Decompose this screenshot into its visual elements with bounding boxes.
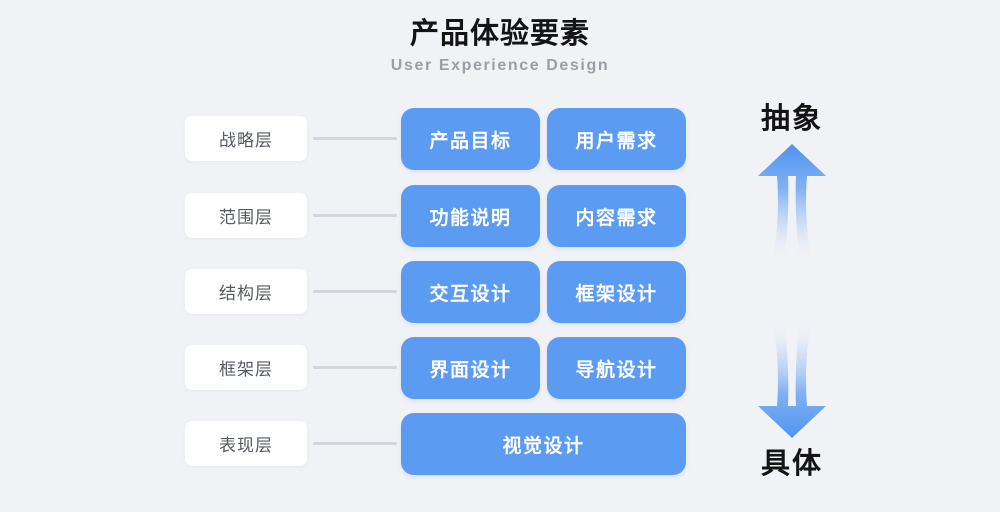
element-box-label: 视觉设计: [502, 435, 585, 457]
connector-line-surface: [313, 442, 397, 445]
element-box-visual-design[interactable]: 视觉设计: [401, 413, 686, 475]
connector-line-scope: [313, 214, 397, 217]
layer-card-label: 范围层: [219, 208, 273, 227]
element-box-navigation-design[interactable]: 导航设计: [547, 337, 686, 399]
element-box-interaction-design[interactable]: 交互设计: [401, 261, 540, 323]
layer-card-skeleton[interactable]: 框架层: [185, 345, 307, 390]
connector-line-strategy: [313, 137, 397, 140]
layer-card-label: 战略层: [219, 131, 273, 150]
page-title: 产品体验要素: [409, 18, 590, 50]
element-box-label: 界面设计: [429, 359, 512, 381]
element-box-function-spec[interactable]: 功能说明: [401, 185, 540, 247]
layer-card-label: 结构层: [219, 284, 273, 303]
element-box-framework-design[interactable]: 框架设计: [547, 261, 686, 323]
element-box-label: 产品目标: [429, 130, 512, 152]
element-box-label: 功能说明: [429, 207, 512, 229]
page-subtitle: User Experience Design: [390, 57, 610, 74]
layer-card-strategy[interactable]: 战略层: [185, 116, 307, 161]
axis-label-concrete: 具体: [760, 448, 823, 480]
connector-line-structure: [313, 290, 397, 293]
element-box-interface-design[interactable]: 界面设计: [401, 337, 540, 399]
element-box-label: 内容需求: [575, 207, 658, 229]
arrow-down-icon: [758, 320, 826, 438]
page-header: 产品体验要素 User Experience Design: [0, 16, 1000, 78]
element-box-content-needs[interactable]: 内容需求: [547, 185, 686, 247]
layer-card-surface[interactable]: 表现层: [185, 421, 307, 466]
element-box-label: 导航设计: [575, 359, 658, 381]
layer-card-structure[interactable]: 结构层: [185, 269, 307, 314]
layer-card-scope[interactable]: 范围层: [185, 193, 307, 238]
element-box-label: 用户需求: [575, 130, 658, 152]
layer-card-label: 框架层: [219, 360, 273, 379]
element-box-product-goal[interactable]: 产品目标: [401, 108, 540, 170]
arrow-up-icon: [758, 144, 826, 262]
element-box-label: 框架设计: [575, 283, 658, 305]
element-box-label: 交互设计: [429, 283, 512, 305]
abstraction-axis: 抽象 具体: [722, 95, 862, 485]
axis-label-abstract: 抽象: [760, 103, 823, 135]
layer-card-label: 表现层: [219, 436, 273, 455]
element-box-user-needs[interactable]: 用户需求: [547, 108, 686, 170]
connector-line-skeleton: [313, 366, 397, 369]
